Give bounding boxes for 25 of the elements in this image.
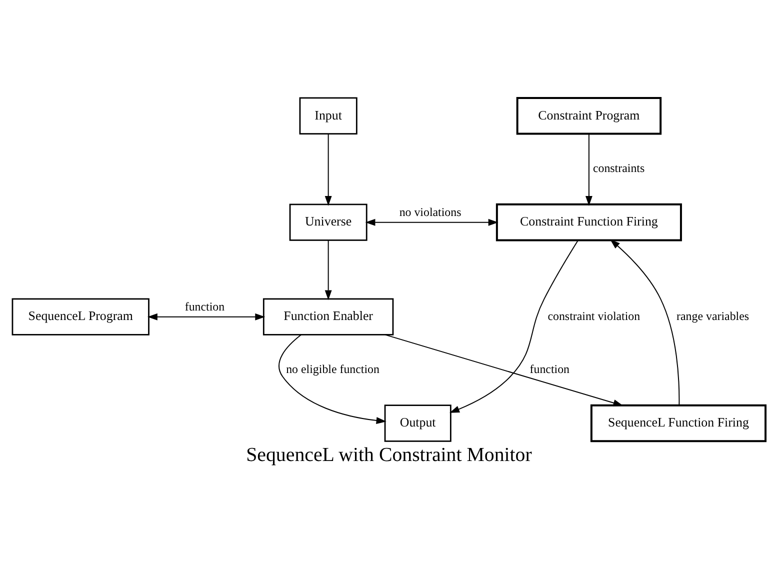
arrow — [324, 134, 332, 206]
edge-label: function — [530, 362, 570, 376]
node-box: Input — [299, 97, 358, 134]
arrow — [585, 134, 592, 206]
node-box: Constraint Function Firing — [496, 203, 682, 242]
arrow — [384, 334, 624, 406]
arrow — [278, 334, 386, 424]
arrow — [450, 240, 579, 413]
arrow — [147, 313, 266, 320]
node-box: Universe — [289, 204, 368, 241]
arrow — [610, 239, 680, 406]
node-box: Function Enabler — [262, 298, 394, 336]
edge-label: no eligible function — [286, 362, 380, 376]
node-box: Constraint Program — [516, 96, 662, 135]
edge-label: constraint violation — [548, 308, 640, 323]
arrow — [324, 240, 332, 300]
edge-label: constraints — [592, 161, 645, 176]
edge-label: no violations — [399, 204, 462, 219]
node-box: SequenceL Function Firing — [590, 404, 767, 442]
edge-label: range variables — [676, 308, 750, 323]
node-box: SequenceL Program — [12, 298, 150, 336]
node-box: Output — [384, 404, 452, 442]
edge-label: function — [184, 299, 225, 314]
arrow — [365, 218, 498, 226]
caption: SequenceL with Constraint Monitor — [246, 444, 532, 466]
